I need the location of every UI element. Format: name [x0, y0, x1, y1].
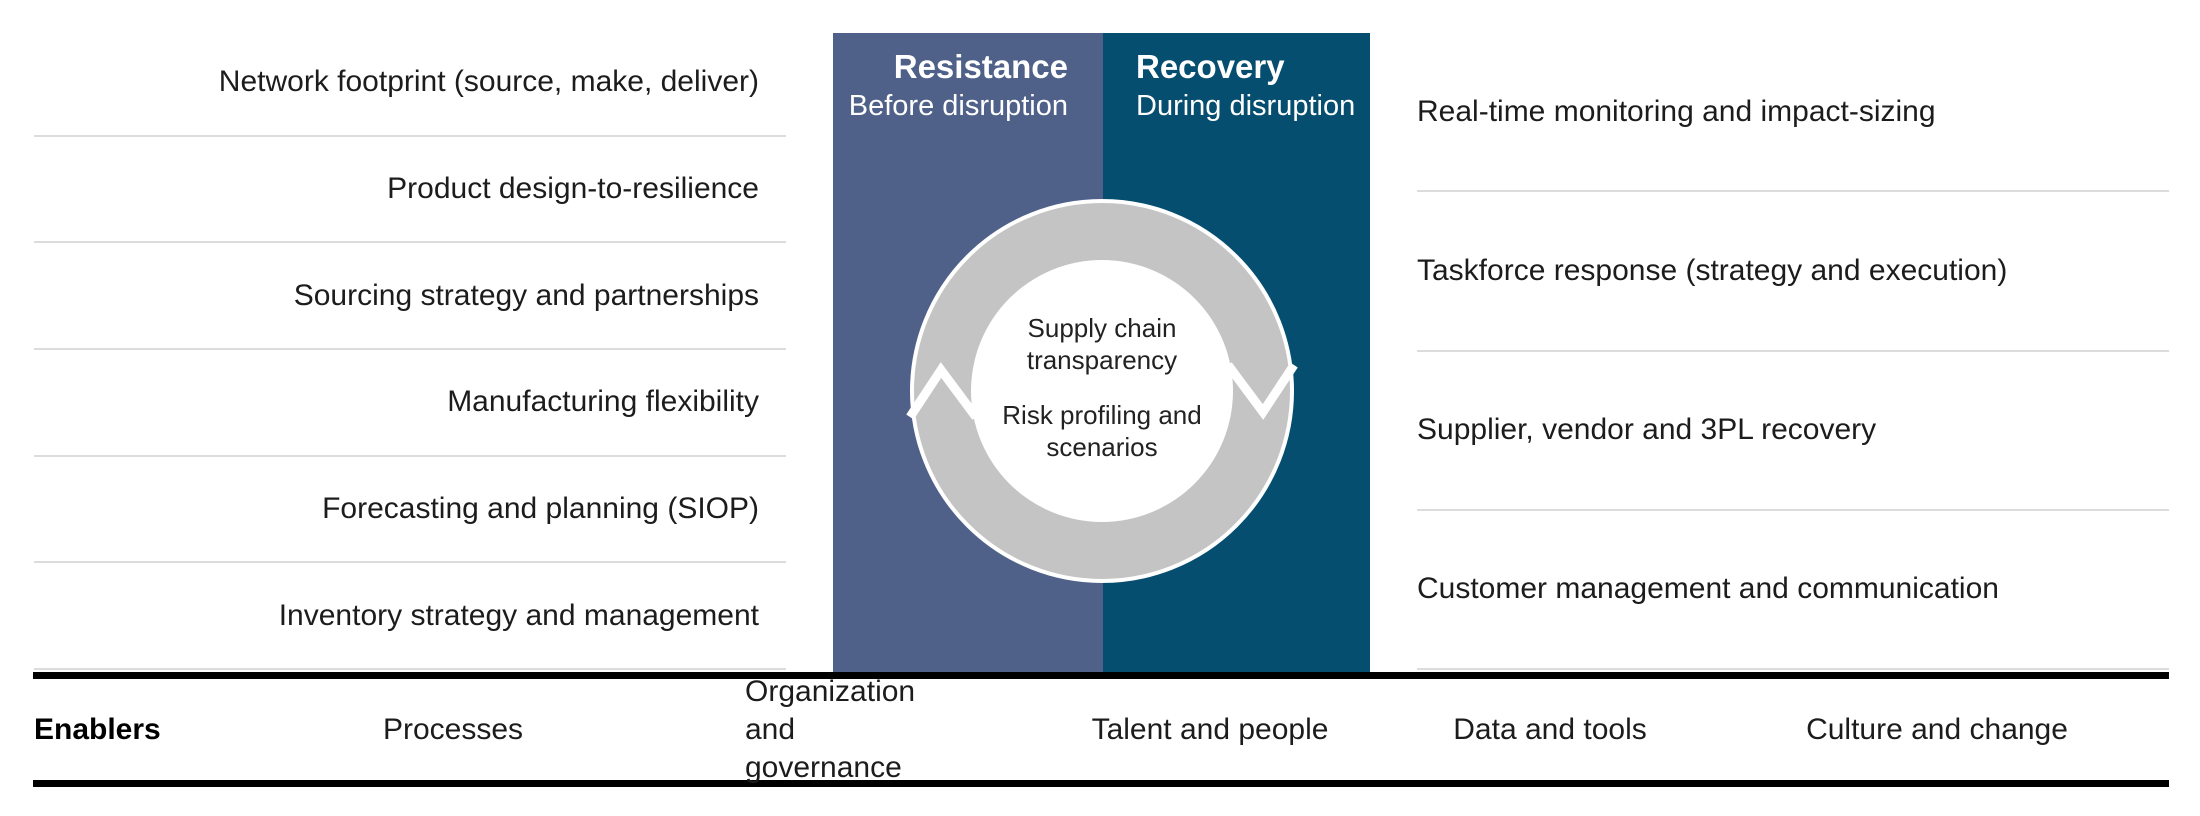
enablers-bottom-divider: [33, 780, 2169, 787]
list-item-label: Product design-to-resilience: [387, 172, 759, 205]
list-item-label: Sourcing strategy and partnerships: [293, 278, 759, 312]
cycle-center-item: Supply chain transparency: [1026, 313, 1178, 375]
resistance-panel-title: Resistance: [893, 48, 1068, 85]
list-item-label: Network footprint (source, make, deliver…: [218, 65, 759, 99]
enabler-processes: Processes: [382, 712, 524, 746]
list-item: Sourcing strategy and partnerships: [34, 243, 786, 351]
cycle-outer-rim: [910, 199, 1294, 583]
enablers-heading: Enablers: [34, 712, 161, 746]
cycle-inner-circle: [971, 260, 1233, 522]
enabler-culture-change: Culture and change: [1806, 712, 2068, 746]
cycle-arrow-up-icon: [906, 362, 980, 420]
cycle-ring: [912, 201, 1292, 581]
cycle-center-text: Supply chain transparency Risk profiling…: [952, 312, 1252, 463]
enabler-data-tools: Data and tools: [1453, 712, 1647, 746]
resistance-panel-subtitle: Before disruption: [848, 90, 1068, 122]
list-item: Manufacturing flexibility: [34, 350, 786, 457]
list-item: Supplier, vendor and 3PL recovery: [1417, 352, 2169, 511]
recovery-panel-title: Recovery: [1136, 48, 1285, 85]
list-item-label: Manufacturing flexibility: [447, 385, 759, 419]
list-item-label: Inventory strategy and management: [278, 598, 759, 632]
enablers-top-divider: [33, 672, 2169, 679]
resistance-levers-list: Network footprint (source, make, deliver…: [34, 30, 786, 671]
list-item-label: Supplier, vendor and 3PL recovery: [1417, 413, 1877, 447]
list-item-label: Taskforce response (strategy and executi…: [1417, 253, 2008, 287]
recovery-panel-subtitle: During disruption: [1136, 90, 1356, 122]
recovery-levers-list: Real-time monitoring and impact-sizing T…: [1417, 33, 2169, 670]
list-item: Taskforce response (strategy and executi…: [1417, 192, 2169, 352]
cycle-arrow-down-icon: [1224, 362, 1298, 420]
cycle-center-item: Risk profiling and scenarios: [1002, 400, 1202, 462]
list-item: Customer management and communication: [1417, 511, 2169, 670]
list-item: Real-time monitoring and impact-sizing: [1417, 33, 2169, 193]
enabler-talent-people: Talent and people: [1091, 712, 1329, 746]
list-item-label: Forecasting and planning (SIOP): [322, 492, 759, 526]
list-item-label: Real-time monitoring and impact-sizing: [1417, 94, 1936, 128]
list-item: Inventory strategy and management: [34, 563, 786, 671]
cycle-ring-diagram: [906, 199, 1298, 583]
enabler-organization-governance: Organization and governance: [745, 674, 916, 784]
list-item-label: Customer management and communication: [1417, 572, 1999, 606]
list-item: Network footprint (source, make, deliver…: [34, 30, 786, 137]
list-item: Forecasting and planning (SIOP): [34, 457, 786, 564]
list-item: Product design-to-resilience: [34, 137, 786, 244]
